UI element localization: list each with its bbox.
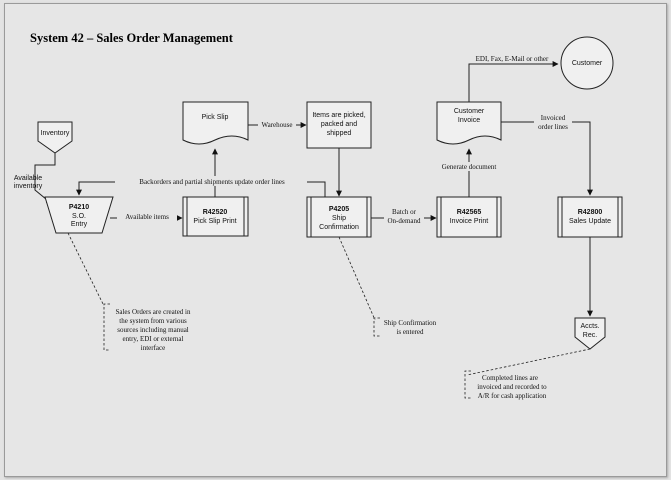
sales-orders-note-line2: the system from various xyxy=(119,317,187,325)
items-picked-line3: shipped xyxy=(327,130,352,137)
pick-slip-print-name: Pick Slip Print xyxy=(193,218,236,225)
sales-orders-note-connector xyxy=(67,232,105,307)
diagram-frame xyxy=(4,3,667,477)
customer-invoice-document: Customer Invoice xyxy=(436,101,502,145)
ship-confirmation-note-bracket xyxy=(373,317,380,337)
customer-invoice-line2: Invoice xyxy=(458,117,480,124)
sales-update-code: R42800 xyxy=(578,209,603,216)
sales-update-name: Sales Update xyxy=(569,218,611,225)
pick-slip-print-node: R42520 Pick Slip Print xyxy=(182,196,249,237)
items-picked-line1: Items are picked, xyxy=(312,112,365,119)
batch-label-2: On-demand xyxy=(387,217,421,225)
ship-confirmation-line1: Ship xyxy=(332,215,346,222)
so-entry-line2: Entry xyxy=(71,221,88,228)
sales-orders-note-bracket xyxy=(103,303,110,351)
accts-rec-line2: Rec. xyxy=(583,332,597,339)
batch-label-1: Batch or xyxy=(392,208,417,216)
backorders-label: Backorders and partial shipments update … xyxy=(139,178,285,186)
ship-confirmation-node: P4205 Ship Confirmation xyxy=(306,196,372,238)
items-picked-node: Items are picked, packed and shipped xyxy=(306,101,372,149)
customer-label: Customer xyxy=(572,60,603,67)
sales-orders-note-line4: entry, EDI or external xyxy=(123,335,184,343)
invoiced-label-2: order lines xyxy=(538,123,568,131)
pick-slip-document: Pick Slip xyxy=(182,101,249,145)
completed-lines-note-line1: Completed lines are xyxy=(482,374,538,382)
warehouse-label: Warehouse xyxy=(262,121,293,129)
invoiced-arrow xyxy=(501,121,593,196)
customer-invoice-line1: Customer xyxy=(454,108,485,115)
completed-lines-note-bracket xyxy=(464,370,471,399)
sales-update-node: R42800 Sales Update xyxy=(557,196,623,238)
accts-rec-line1: Accts. xyxy=(580,323,599,330)
invoice-print-code: R42565 xyxy=(457,209,482,216)
completed-lines-note: Completed lines are invoiced and recorde… xyxy=(477,374,547,400)
available-items-label: Available items xyxy=(125,213,169,221)
sales-orders-note-line3: sources including manual xyxy=(117,326,189,334)
pick-slip-print-code: R42520 xyxy=(203,209,228,216)
ship-confirmation-line2: Confirmation xyxy=(319,224,359,231)
ship-confirmation-note-connector xyxy=(338,236,376,321)
items-picked-line2: packed and xyxy=(321,121,357,128)
invoiced-label-1: Invoiced xyxy=(541,114,566,122)
so-entry-code: P4210 xyxy=(69,204,89,211)
inventory-label: Inventory xyxy=(41,130,70,137)
available-inventory-label-2: inventory xyxy=(14,183,43,190)
edi-label: EDI, Fax, E-Mail or other xyxy=(476,55,549,63)
diagram-title: System 42 – Sales Order Management xyxy=(30,31,234,45)
so-entry-line1: S.O. xyxy=(72,213,86,220)
sales-orders-note-line5: interface xyxy=(141,344,165,352)
completed-lines-note-line3: A/R for cash application xyxy=(478,392,547,400)
ship-confirmation-note-line1: Ship Confirmation xyxy=(384,319,437,327)
edi-arrow xyxy=(468,61,559,102)
inventory-node: Inventory xyxy=(37,121,73,154)
available-inventory-label-1: Available xyxy=(14,175,42,182)
ship-confirmation-note-line2: is entered xyxy=(396,328,424,336)
accts-rec-node: Accts. Rec. xyxy=(574,317,606,350)
so-entry-node: P4210 S.O. Entry xyxy=(44,196,114,234)
pick-slip-label: Pick Slip xyxy=(202,114,229,121)
ship-confirmation-note: Ship Confirmation is entered xyxy=(384,319,437,336)
sales-orders-note: Sales Orders are created in the system f… xyxy=(115,308,191,352)
completed-lines-note-connector xyxy=(466,348,591,376)
generate-document-label: Generate document xyxy=(442,163,497,171)
invoice-print-name: Invoice Print xyxy=(450,218,489,225)
inventory-arrow xyxy=(34,153,56,205)
sales-orders-note-line1: Sales Orders are created in xyxy=(115,308,191,316)
invoice-print-node: R42565 Invoice Print xyxy=(436,196,502,238)
ship-confirmation-code: P4205 xyxy=(329,206,349,213)
customer-node: Customer xyxy=(560,36,614,90)
completed-lines-note-line2: invoiced and recorded to xyxy=(477,383,547,391)
